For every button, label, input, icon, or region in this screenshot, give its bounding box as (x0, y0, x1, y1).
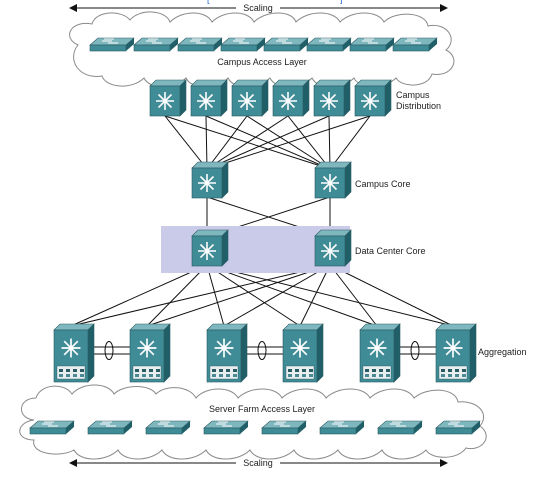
campus-core-switch (191, 161, 229, 199)
distribution-switch (190, 79, 228, 117)
aggregation-chassis (282, 323, 324, 383)
data-center-core-switches (191, 229, 352, 267)
campus-access-switch (89, 37, 135, 52)
bottom-scaling-label: Scaling (243, 458, 273, 468)
dist-core-link (206, 115, 248, 170)
server-farm-access-switch (29, 420, 75, 435)
network-links (70, 115, 454, 360)
campus-access-switch (220, 37, 266, 52)
campus-distribution-switches (149, 79, 392, 117)
distribution-switch (272, 79, 310, 117)
dist-core-link (287, 115, 331, 170)
server-farm-access-switch (145, 420, 191, 435)
data-center-core-switch (314, 229, 352, 267)
server-farm-access-switch (203, 420, 249, 435)
aggregation-switches (53, 323, 477, 383)
aggregation-chassis (129, 323, 171, 383)
campus-core-switch (314, 161, 352, 199)
port-channel-oval (257, 341, 267, 360)
dist-core-link (205, 115, 208, 170)
svg-text:[: [ (207, 0, 210, 4)
campus-access-switches (89, 37, 438, 52)
dc-agg-link (329, 264, 378, 327)
port-channel-oval (104, 341, 114, 360)
data-center-core-label: Data Center Core (355, 246, 426, 256)
dc-agg-link (223, 264, 331, 327)
distribution-switch (231, 79, 269, 117)
dc-agg-link (206, 264, 378, 327)
svg-text:]: ] (340, 0, 343, 4)
aggregation-chassis (53, 323, 95, 383)
server-farm-access-switch (435, 420, 481, 435)
server-farm-access-layer-label: Server Farm Access Layer (209, 404, 315, 414)
dist-core-link (206, 115, 330, 170)
distribution-switch (149, 79, 187, 117)
dc-agg-link (206, 264, 225, 327)
campus-access-switch (177, 37, 223, 52)
server-farm-access-switch (319, 420, 365, 435)
dist-core-link (206, 115, 371, 170)
server-farm-access-switches (29, 420, 481, 435)
dc-agg-link (299, 264, 331, 327)
data-center-core-switch (191, 229, 229, 267)
campus-access-switch (392, 37, 438, 52)
aggregation-chassis (359, 323, 401, 383)
dist-core-link (328, 115, 331, 170)
dc-agg-link (206, 264, 454, 327)
server-farm-access-switch (377, 420, 423, 435)
campus-core-label: Campus Core (355, 179, 411, 189)
campus-distribution-label-line2: Distribution (396, 101, 441, 111)
top-scaling-arrow: Scaling (69, 3, 448, 13)
distribution-switch (313, 79, 351, 117)
dc-agg-link (146, 264, 208, 327)
aggregation-chassis (435, 323, 477, 383)
campus-distribution-label-line1: Campus (396, 90, 430, 100)
dc-agg-link (70, 264, 331, 327)
top-banner-fragment: [ ] (207, 0, 343, 4)
dc-agg-link (329, 264, 454, 327)
bottom-scaling-arrow: Scaling (69, 458, 448, 468)
top-scaling-label: Scaling (243, 3, 273, 13)
dc-agg-link (206, 264, 301, 327)
distribution-switch (354, 79, 392, 117)
port-channel-oval (410, 341, 420, 360)
aggregation-chassis (206, 323, 248, 383)
campus-access-switch (263, 37, 309, 52)
dist-core-link (164, 115, 208, 170)
dist-core-link (206, 115, 289, 170)
aggregation-label: Aggregation (478, 347, 527, 357)
campus-access-switch (133, 37, 179, 52)
campus-access-switch (306, 37, 352, 52)
dc-agg-link (70, 264, 208, 327)
dc-agg-link (146, 264, 331, 327)
server-farm-access-switch (261, 420, 307, 435)
campus-access-switch (349, 37, 395, 52)
campus-access-layer-label: Campus Access Layer (217, 57, 307, 67)
server-farm-access-switch (87, 420, 133, 435)
campus-access-cloud (69, 11, 455, 88)
campus-core-switches (191, 161, 352, 199)
dist-core-link (329, 115, 371, 170)
